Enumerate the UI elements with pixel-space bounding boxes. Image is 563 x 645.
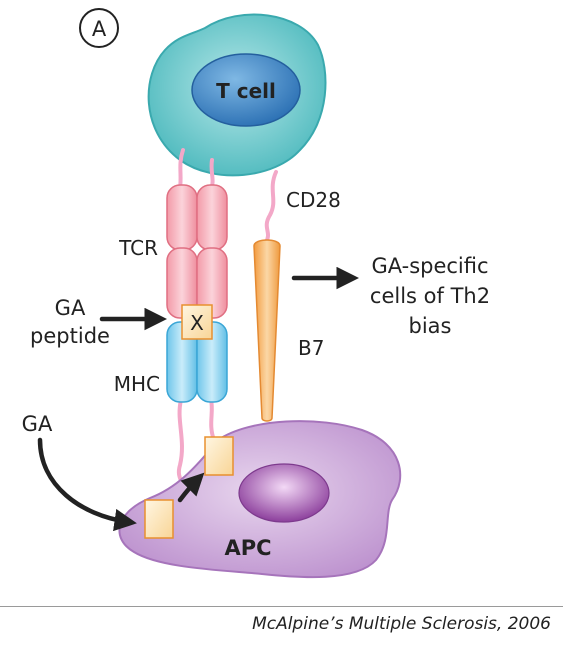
- tcr-alpha-upper-domain: [166, 184, 198, 251]
- ga-peptide-label-line2: peptide: [30, 324, 110, 348]
- ga-square-processed: [204, 436, 234, 476]
- panel-label-circle: [79, 8, 119, 48]
- b7-shape: [253, 239, 281, 422]
- ga-presentation-arrow: [177, 472, 205, 503]
- ga-processing: [144, 436, 234, 539]
- cd28-stalk: [264, 170, 278, 244]
- outcome-line2: cells of Th2: [370, 284, 490, 308]
- source-caption: McAlpine’s Multiple Sclerosis, 2006: [252, 614, 551, 634]
- ga-peptide-label-line1: GA: [55, 296, 86, 320]
- outcome-line3: bias: [409, 314, 452, 338]
- apc-nucleus: [238, 463, 330, 523]
- apc-label: APC: [224, 536, 271, 560]
- apc-cell: APC: [118, 420, 402, 579]
- cd28-label: CD28: [286, 188, 341, 212]
- mhc-label: MHC: [114, 372, 160, 396]
- caption-divider: [0, 606, 563, 607]
- ga-uptake-arrow: [37, 437, 137, 532]
- b7-label: B7: [298, 336, 324, 360]
- t-cell-nucleus: [191, 53, 301, 127]
- panel-label-text: A: [92, 17, 107, 41]
- peptide-marker-box: [181, 304, 213, 340]
- tcr-complex: [166, 184, 228, 319]
- t-cell: T cell: [147, 13, 327, 177]
- outcome-line1: GA-specific: [371, 254, 488, 278]
- tcr-beta-upper-domain: [196, 184, 228, 251]
- mhc-tether-right: [209, 398, 216, 442]
- b7-molecule: [253, 239, 281, 422]
- tcr-label: TCR: [118, 236, 158, 260]
- panel-label: A: [79, 8, 119, 48]
- mhc-tether-left: [176, 398, 185, 488]
- arrows: [37, 266, 359, 532]
- t-cell-label: T cell: [216, 79, 276, 103]
- ga-label: GA: [22, 412, 53, 436]
- ga-square-entry: [144, 499, 174, 539]
- peptide-marker-label: X: [190, 311, 204, 335]
- tcr-tether-left: [178, 148, 185, 190]
- ga-peptide-in-groove: X: [181, 304, 213, 340]
